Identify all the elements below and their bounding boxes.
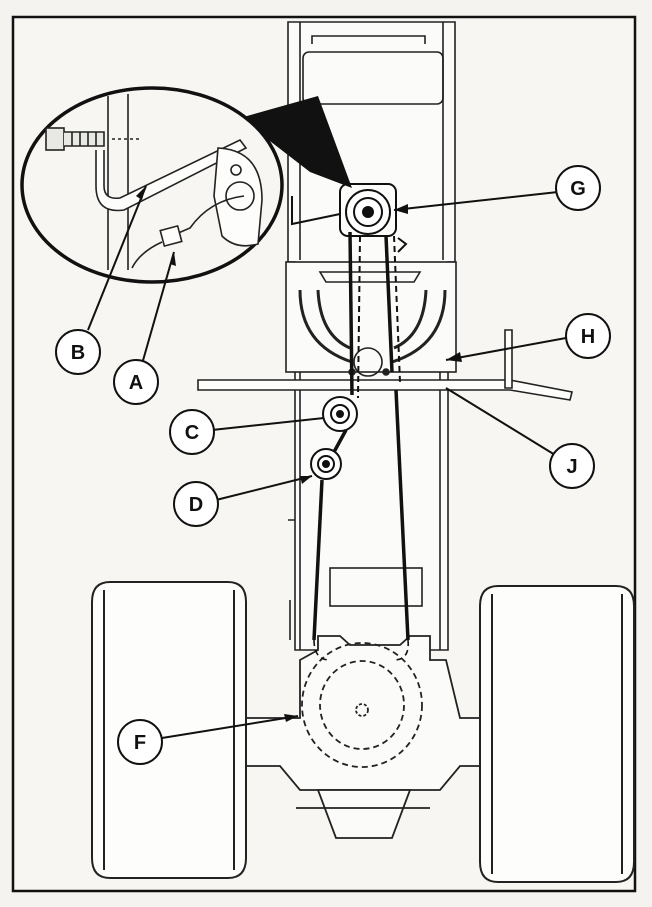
callout-d: D (173, 481, 219, 527)
label-c: C (185, 422, 199, 444)
cross-bar (197, 329, 573, 401)
left-rear-wheel (91, 581, 247, 879)
label-a: A (129, 372, 143, 394)
label-b: B (71, 342, 85, 364)
callout-a: A (113, 359, 159, 405)
transaxle (239, 635, 481, 839)
callout-c: C (169, 409, 215, 455)
callout-j: J (549, 443, 595, 489)
leader-lines (87, 185, 567, 739)
label-g: G (570, 178, 586, 200)
right-rear-wheel (479, 585, 635, 883)
pulley-g (291, 183, 408, 253)
callout-g: G (555, 165, 601, 211)
detail-inset (20, 86, 352, 284)
label-h: H (581, 326, 595, 348)
pulley-c (322, 396, 358, 432)
label-f: F (134, 732, 146, 754)
leader-arrowheads (136, 186, 462, 722)
callout-b: B (55, 329, 101, 375)
label-d: D (189, 494, 203, 516)
label-j: J (566, 456, 577, 478)
callout-h: H (565, 313, 611, 359)
drive-belt (312, 231, 410, 641)
callout-f: F (117, 719, 163, 765)
pulley-d (310, 448, 342, 480)
belt-loop-at-transaxle (313, 639, 410, 661)
